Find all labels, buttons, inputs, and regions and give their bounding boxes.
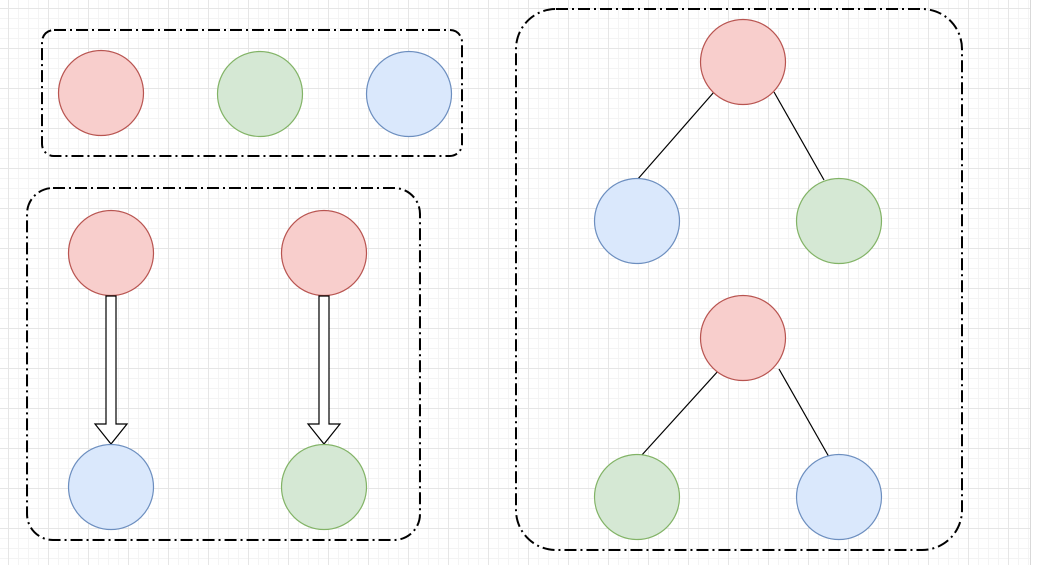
pair2-source-red-node[interactable] xyxy=(280,209,368,297)
palette-group[interactable] xyxy=(41,29,463,157)
pair1-target-blue-node[interactable] xyxy=(67,443,155,531)
pair1-block-arrow[interactable] xyxy=(93,295,129,445)
tree2-edge-left[interactable] xyxy=(640,369,720,457)
tree2-root-red-node[interactable] xyxy=(699,294,787,382)
palette-group-frame xyxy=(41,29,463,157)
arrow-pairs-group-frame xyxy=(26,187,421,541)
palette-green-node[interactable] xyxy=(216,50,304,138)
tree2-left-green-node[interactable] xyxy=(593,453,681,541)
pair2-block-arrow[interactable] xyxy=(306,295,342,445)
tree1-edge-right[interactable] xyxy=(773,91,825,181)
trees-group[interactable] xyxy=(515,8,963,551)
trees-group-frame xyxy=(515,8,963,551)
palette-blue-node[interactable] xyxy=(365,50,453,138)
tree1-right-green-node[interactable] xyxy=(795,177,883,265)
tree1-left-blue-node[interactable] xyxy=(593,177,681,265)
tree1-edge-left[interactable] xyxy=(636,91,715,181)
tree1-root-red-node[interactable] xyxy=(699,18,787,106)
pair1-source-red-node[interactable] xyxy=(67,209,155,297)
tree2-right-blue-node[interactable] xyxy=(795,453,883,541)
pair2-target-green-node[interactable] xyxy=(280,443,368,531)
arrow-pairs-group[interactable] xyxy=(26,187,421,541)
palette-red-node[interactable] xyxy=(57,49,145,137)
tree2-edge-right[interactable] xyxy=(778,368,830,458)
vertical-scrollbar[interactable] xyxy=(1030,0,1045,565)
